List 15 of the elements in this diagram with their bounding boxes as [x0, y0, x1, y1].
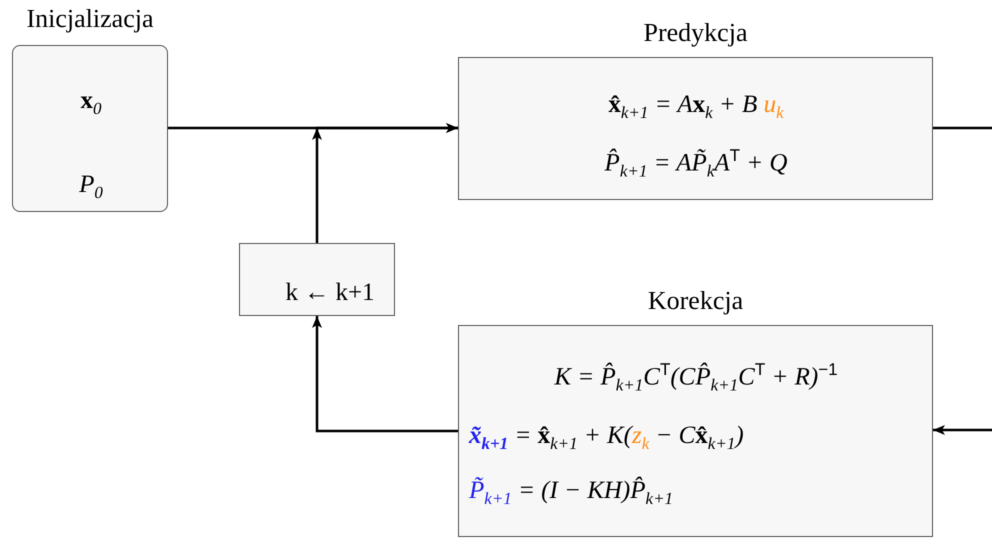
- stage-heading: Korekcja: [648, 286, 744, 316]
- arrow: [312, 123, 458, 243]
- equation: x̂$_{k+1}$ = Ax$_{k}$ + B u$_{k}$: [608, 90, 784, 124]
- process-box: [239, 243, 395, 316]
- equation: P̂$_{k+1}$ = AP̃$_{k}$A$^{T}$ + Q: [604, 146, 788, 182]
- equation: K = P̂$_{k+1}$C$^{T}$(CP̂$_{k+1}$C$^{T}$ + R)$^{−1}$: [554, 360, 838, 396]
- arrow: [312, 316, 458, 432]
- equation: x$_{0}$: [80, 86, 102, 120]
- equation: P̃$_{k+1}$ = (I − KH)P̂$_{k+1}$: [469, 476, 674, 510]
- stage-heading: Inicjalizacja: [26, 4, 154, 34]
- arrow: [933, 425, 992, 435]
- equation: k ← k+1: [285, 278, 375, 308]
- stage-heading: Predykcja: [644, 18, 748, 48]
- equation: P$_{0}$: [79, 170, 103, 204]
- equation: x̃$_{k+1}$ = x̂$_{k+1}$ + K(z$_{k}$ − Cx̂$_{k+1}$): [469, 421, 744, 454]
